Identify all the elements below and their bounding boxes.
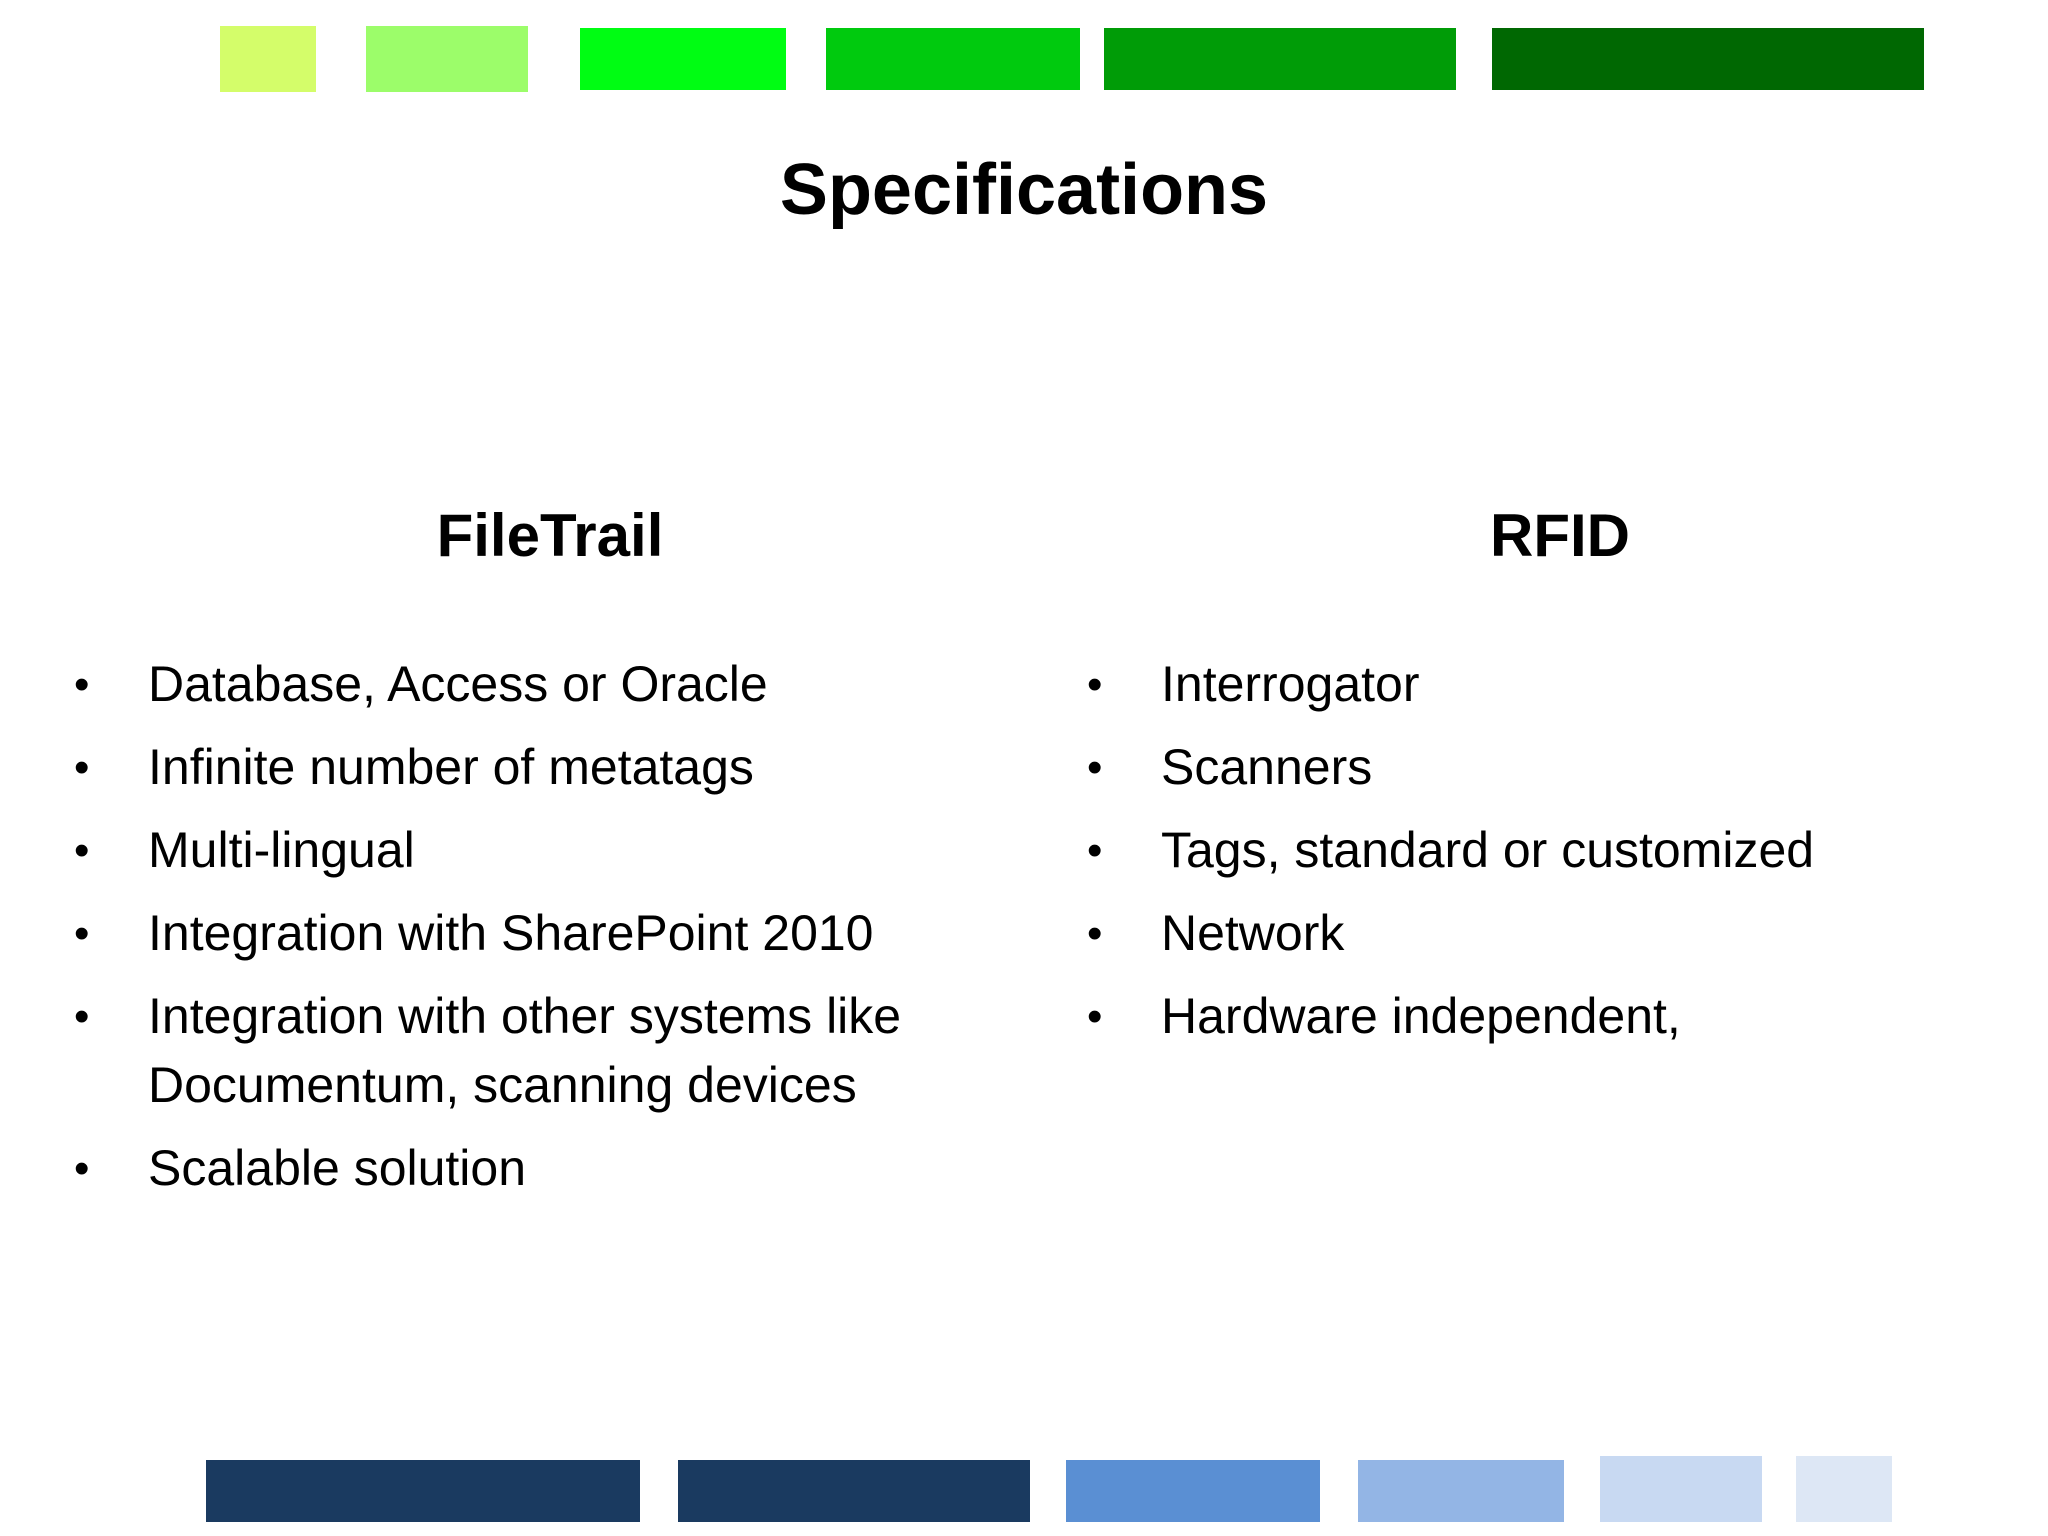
list-item-text: Multi-lingual	[148, 822, 415, 878]
bottom-bar-2	[678, 1460, 1030, 1522]
filetrail-heading: FileTrail	[436, 502, 664, 569]
bottom-bar-3	[1066, 1460, 1320, 1522]
list-item-text: Database, Access or Oracle	[148, 656, 768, 712]
list-item: • Hardware independent,	[1087, 982, 1987, 1051]
bottom-bar-5	[1600, 1456, 1762, 1522]
list-item: • Infinite number of metatags	[74, 733, 994, 802]
rfid-list: • Interrogator • Scanners • Tags, standard …	[1087, 650, 1987, 1065]
rfid-heading: RFID	[1490, 502, 1630, 569]
slide-title: Specifications	[779, 150, 1269, 230]
bottom-bar-1	[206, 1460, 640, 1522]
bullet-icon: •	[1087, 660, 1103, 709]
bottom-bar-6	[1796, 1456, 1892, 1522]
list-item: • Scanners	[1087, 733, 1987, 802]
top-bar-5	[1104, 28, 1456, 90]
list-item-text: Interrogator	[1161, 656, 1420, 712]
list-item: • Interrogator	[1087, 650, 1987, 719]
list-item: • Scalable solution	[74, 1134, 994, 1203]
list-item: • Tags, standard or customized	[1087, 816, 1987, 885]
list-item-text: Network	[1161, 905, 1345, 961]
list-item: • Database, Access or Oracle	[74, 650, 994, 719]
top-bar-3	[580, 28, 786, 90]
bullet-icon: •	[1087, 909, 1103, 958]
list-item-text: Integration with SharePoint 2010	[148, 905, 874, 961]
top-bar-4	[826, 28, 1080, 90]
list-item: • Integration with SharePoint 2010	[74, 899, 994, 968]
bullet-icon: •	[74, 743, 90, 792]
bottom-bar-4	[1358, 1460, 1564, 1522]
list-item-text: Integration with other systems like Docu…	[148, 988, 902, 1113]
list-item: • Integration with other systems like Doc…	[74, 982, 1008, 1120]
list-item-text: Scalable solution	[148, 1140, 527, 1196]
filetrail-list: • Database, Access or Oracle • Infinite nu…	[74, 650, 994, 1217]
list-item-text: Infinite number of metatags	[148, 739, 754, 795]
list-item-text: Tags, standard or customized	[1161, 822, 1815, 878]
bullet-icon: •	[1087, 992, 1103, 1041]
list-item-text: Scanners	[1161, 739, 1373, 795]
bullet-icon: •	[74, 992, 90, 1041]
bullet-icon: •	[74, 660, 90, 709]
bullet-icon: •	[1087, 826, 1103, 875]
list-item: • Network	[1087, 899, 1987, 968]
bullet-icon: •	[74, 826, 90, 875]
list-item-text: Hardware independent,	[1161, 988, 1681, 1044]
bullet-icon: •	[74, 909, 90, 958]
top-bar-1	[220, 26, 316, 92]
top-bar-6	[1492, 28, 1924, 90]
top-bar-2	[366, 26, 528, 92]
list-item: • Multi-lingual	[74, 816, 994, 885]
bullet-icon: •	[1087, 743, 1103, 792]
bullet-icon: •	[74, 1144, 90, 1193]
